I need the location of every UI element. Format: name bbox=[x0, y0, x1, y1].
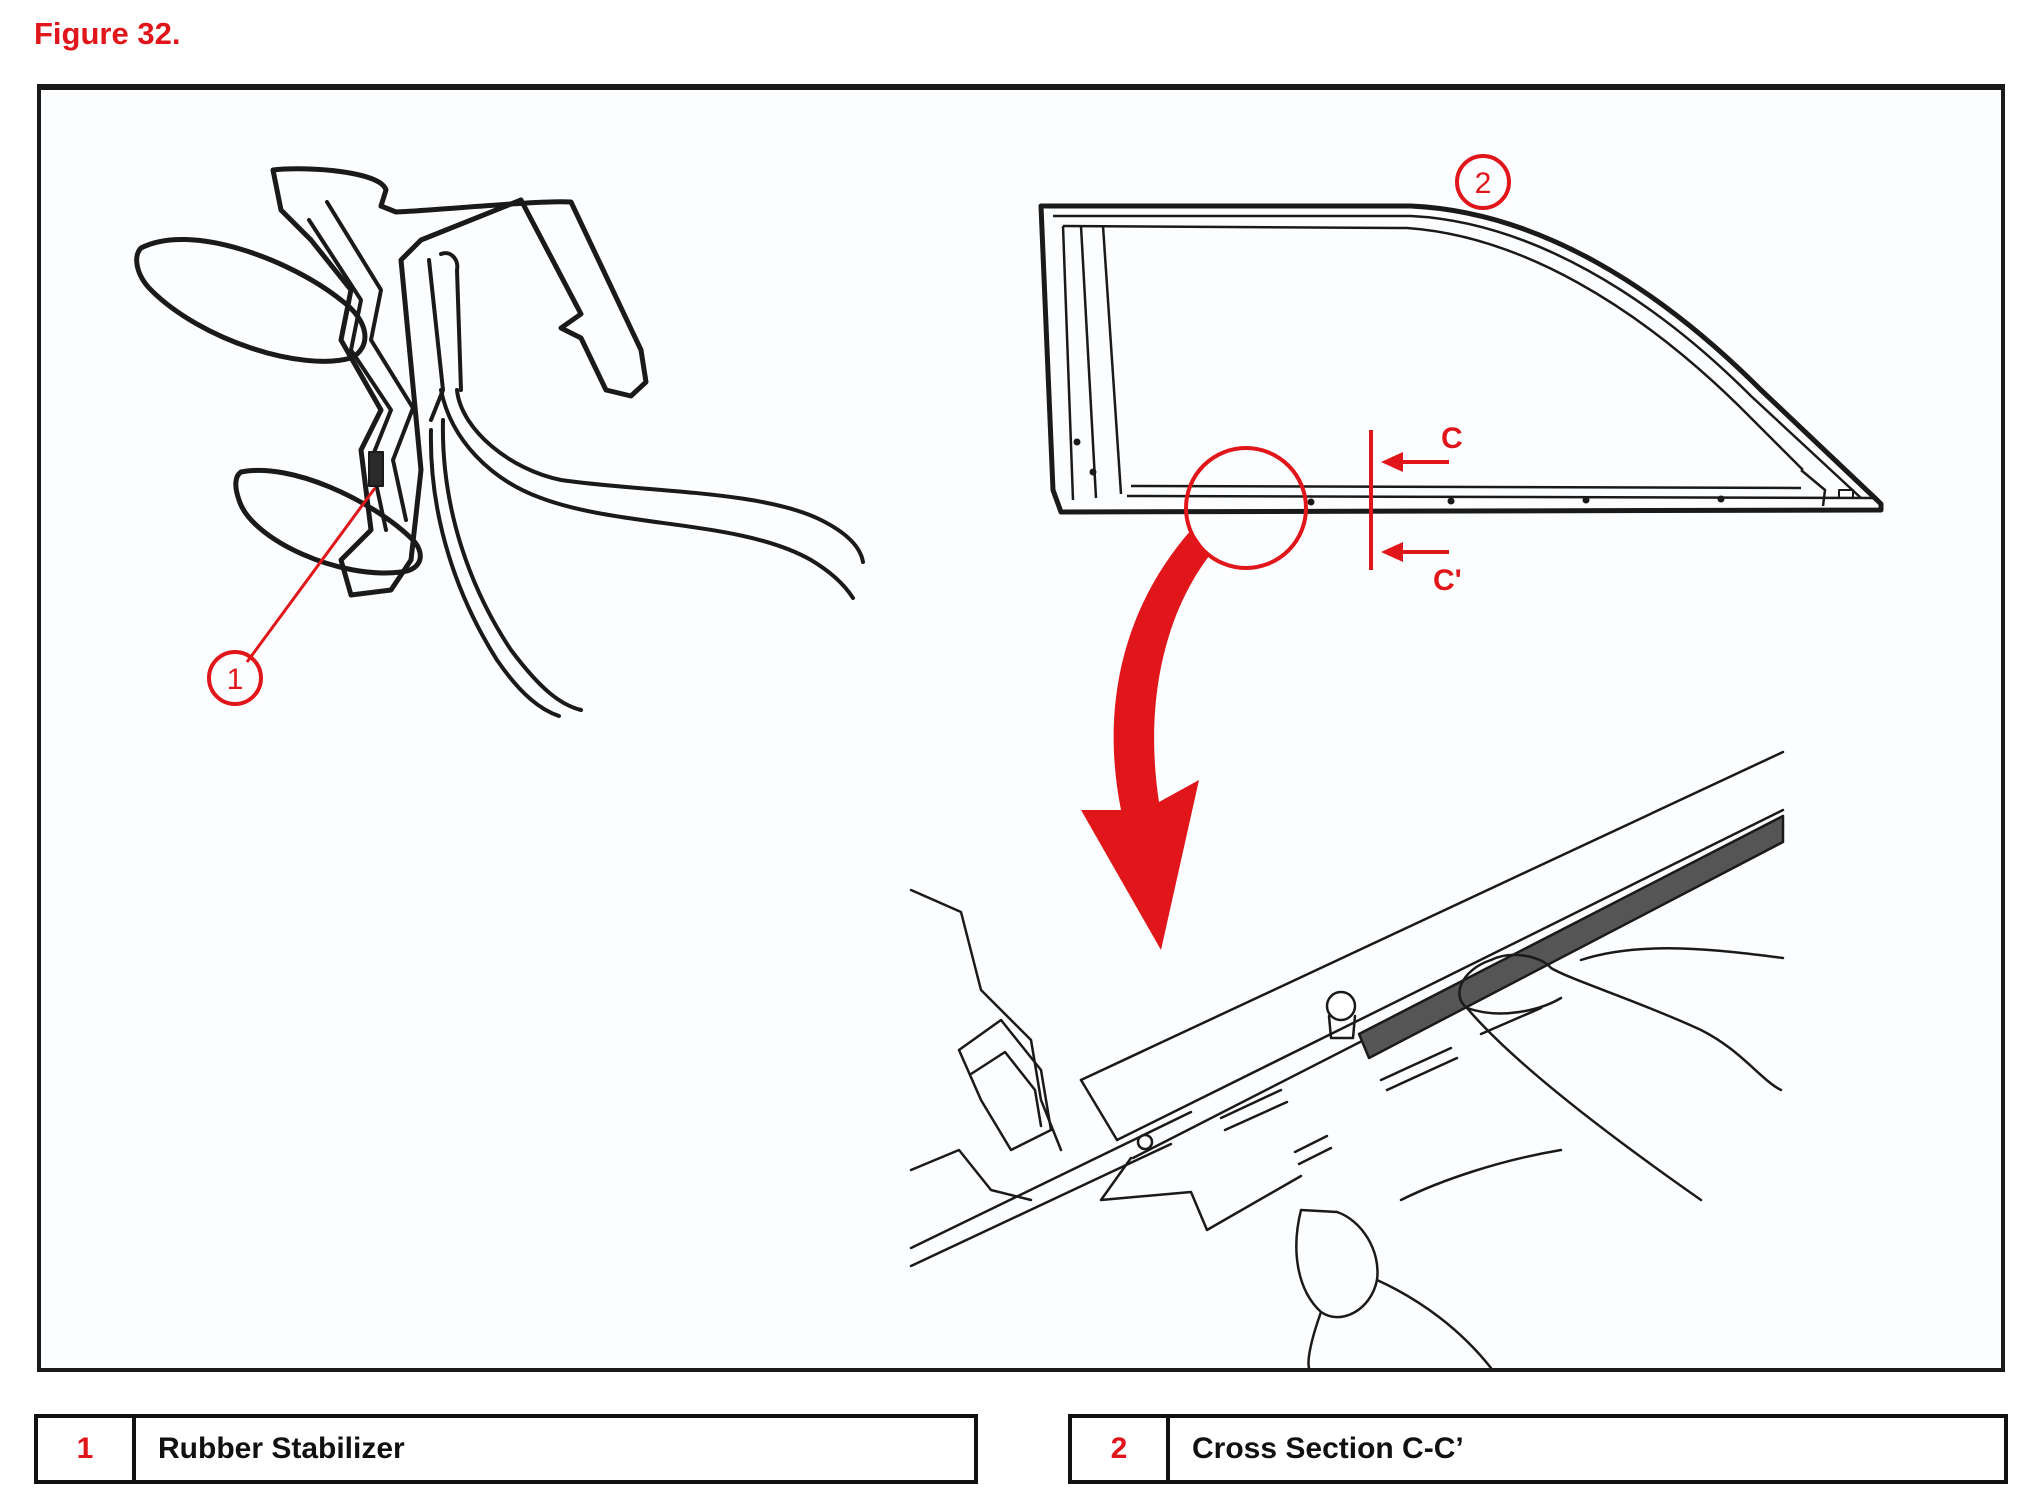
section-label-c-prime: C' bbox=[1433, 564, 1462, 597]
legend-item-2: 2 Cross Section C-C’ bbox=[1068, 1414, 2008, 1484]
legend-label: Cross Section C-C’ bbox=[1192, 1432, 1464, 1465]
detail-arrow bbox=[1081, 530, 1209, 950]
detail-view bbox=[909, 750, 1785, 1368]
figure-title: Figure 32. bbox=[34, 16, 181, 51]
technical-illustration: 1 2 bbox=[134, 154, 1884, 1368]
section-indicator bbox=[1184, 430, 1449, 570]
legend-number: 2 bbox=[1072, 1418, 1170, 1480]
legend-number: 1 bbox=[38, 1418, 136, 1480]
legend-label: Rubber Stabilizer bbox=[158, 1432, 405, 1465]
callout-2: 2 bbox=[1455, 154, 1511, 210]
callout-1-label: 1 bbox=[227, 663, 244, 696]
weatherstrip-cross-section bbox=[134, 166, 865, 718]
figure-frame: 1 2 bbox=[37, 84, 2005, 1372]
callout-1: 1 bbox=[207, 487, 377, 706]
callout-2-label: 2 bbox=[1475, 167, 1492, 200]
quarter-window-outline bbox=[1038, 203, 1884, 515]
legend-item-1: 1 Rubber Stabilizer bbox=[34, 1414, 978, 1484]
section-label-c: C bbox=[1441, 422, 1463, 455]
